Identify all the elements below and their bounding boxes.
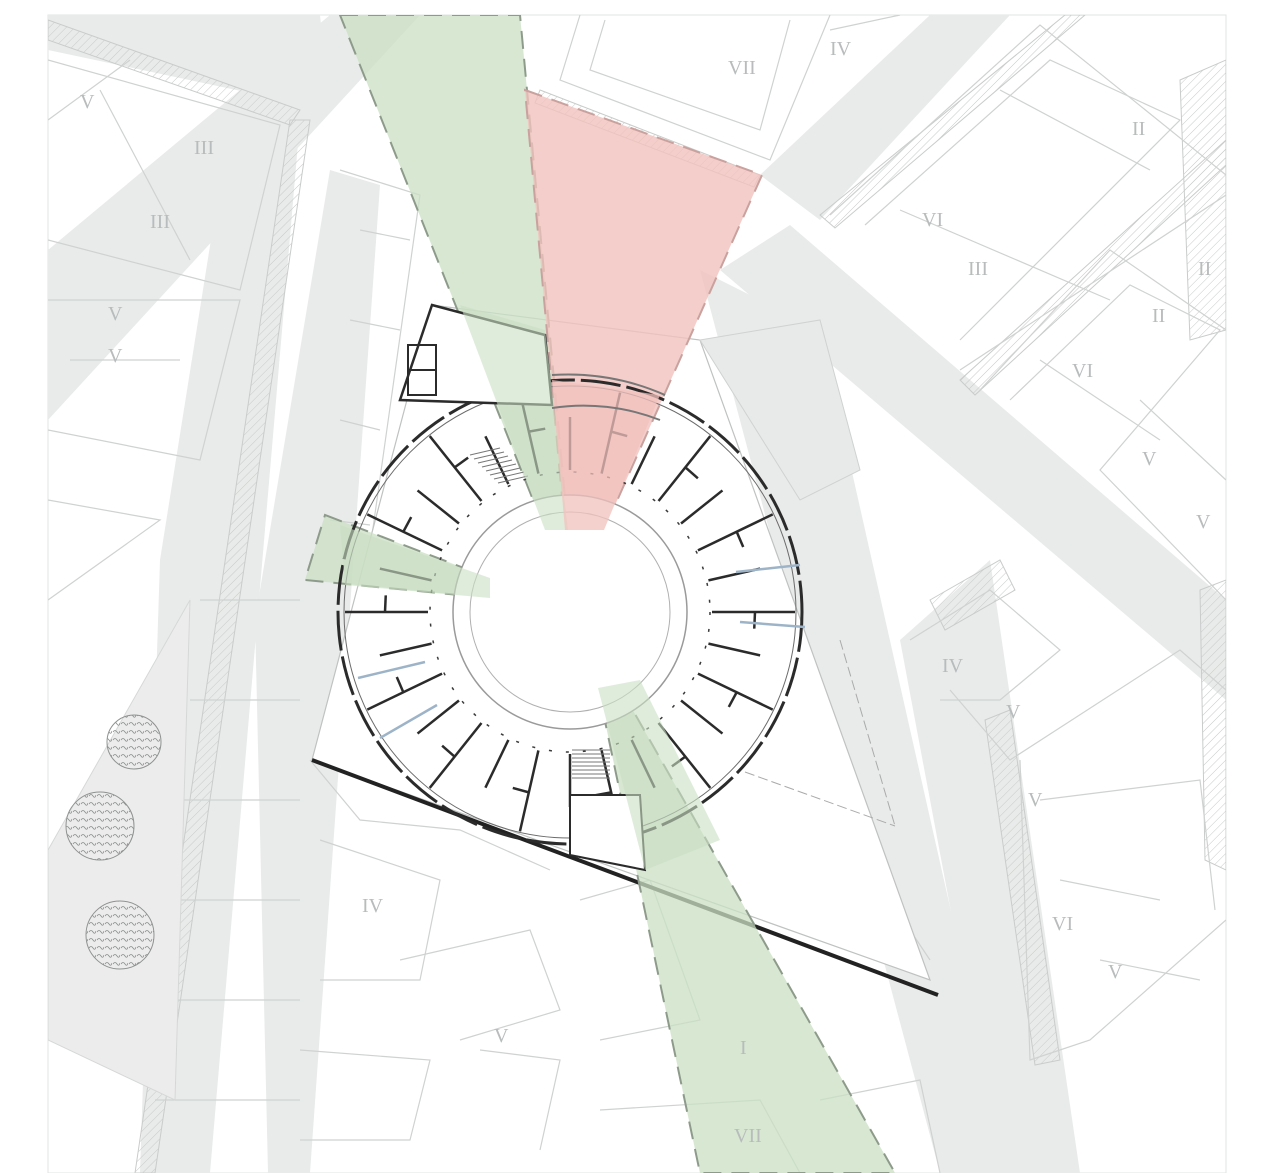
floor-label: V bbox=[108, 303, 123, 325]
partition-wall bbox=[697, 672, 774, 711]
partition-wall bbox=[484, 739, 510, 789]
partition-wall bbox=[735, 531, 745, 548]
partition-wall bbox=[657, 722, 712, 789]
floor-label: V bbox=[80, 91, 95, 113]
floor-label: VI bbox=[1052, 913, 1073, 935]
parking-row bbox=[744, 639, 896, 827]
floor-label: II bbox=[1132, 118, 1145, 140]
partition-wall bbox=[684, 466, 699, 480]
partition-wall bbox=[428, 435, 483, 502]
partition-wall bbox=[727, 691, 738, 708]
floor-label: II bbox=[1198, 258, 1211, 280]
floor-label: IV bbox=[942, 655, 964, 677]
floor-label: V bbox=[494, 1025, 509, 1047]
stair-step bbox=[469, 447, 501, 456]
floor-label: VI bbox=[922, 209, 943, 231]
partition-wall bbox=[383, 595, 387, 613]
tree-icon bbox=[65, 791, 135, 861]
floor-label: I bbox=[740, 1037, 747, 1059]
partition-wall bbox=[366, 672, 443, 711]
partition-wall bbox=[630, 435, 656, 485]
tree-icon bbox=[106, 714, 162, 770]
floor-label: V bbox=[1108, 961, 1123, 983]
partition-wall bbox=[512, 786, 530, 794]
floor-label: V bbox=[108, 345, 123, 367]
partition-wall bbox=[416, 699, 460, 735]
floor-labels: VII IV V III III V V II VI III II II VI … bbox=[80, 38, 1211, 1147]
floor-label: VII bbox=[728, 57, 756, 79]
partition-wall bbox=[428, 722, 483, 789]
floor-label: V bbox=[1196, 511, 1211, 533]
neighbor-building-outlines bbox=[48, 15, 1226, 1173]
circular-building bbox=[336, 303, 806, 872]
partition-wall bbox=[518, 750, 540, 832]
floor-label: III bbox=[968, 258, 988, 280]
partition-wall bbox=[379, 642, 432, 657]
stair-step bbox=[477, 455, 509, 464]
partition-wall bbox=[657, 435, 712, 502]
floor-label: III bbox=[150, 211, 170, 233]
partition-wall bbox=[680, 489, 724, 525]
floor-label: VI bbox=[1072, 360, 1093, 382]
stair-step bbox=[489, 467, 521, 476]
floor-label: IV bbox=[362, 895, 384, 917]
floor-label: IV bbox=[830, 38, 852, 60]
floor-label: V bbox=[1006, 701, 1021, 723]
adjacent-lot bbox=[699, 319, 861, 501]
partition-wall bbox=[753, 611, 757, 629]
partition-wall bbox=[708, 642, 761, 657]
partition-wall bbox=[402, 516, 413, 533]
floor-label: VII bbox=[734, 1125, 762, 1147]
stair-step bbox=[481, 459, 513, 468]
stair-step bbox=[473, 451, 505, 460]
partition-wall bbox=[441, 744, 456, 758]
partition-wall bbox=[453, 456, 469, 469]
tree-icon bbox=[85, 900, 155, 970]
park-strip bbox=[48, 599, 191, 1101]
floor-label: V bbox=[1028, 789, 1043, 811]
site-boundary-line bbox=[311, 758, 939, 997]
partition-wall bbox=[680, 699, 724, 735]
stair-step bbox=[493, 471, 525, 480]
floor-label: III bbox=[194, 137, 214, 159]
partition-wall bbox=[366, 513, 443, 552]
stair-step bbox=[485, 463, 517, 472]
floor-label: V bbox=[1142, 448, 1157, 470]
partition-wall bbox=[416, 489, 460, 525]
stair-step bbox=[497, 475, 529, 484]
partition-wall bbox=[395, 676, 405, 693]
floor-label: II bbox=[1152, 305, 1165, 327]
partition-wall bbox=[697, 513, 774, 552]
